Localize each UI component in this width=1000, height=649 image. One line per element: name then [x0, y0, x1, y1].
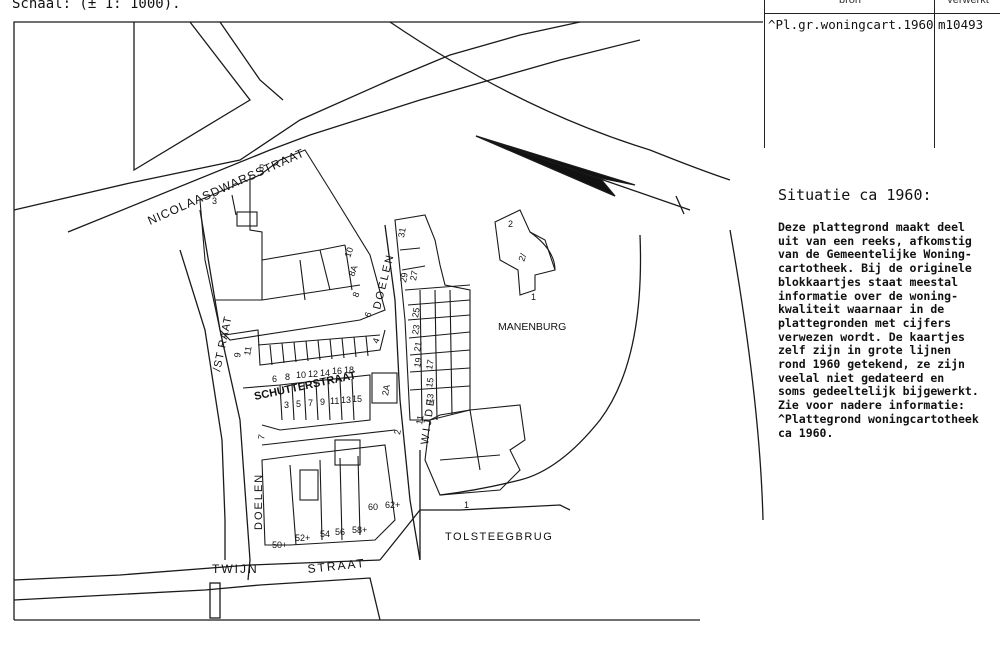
house-number: 11 — [242, 345, 253, 356]
house-number: 50+ — [272, 540, 287, 550]
building-blocks — [199, 149, 556, 546]
description-line: zelf zijn in grote lijnen — [778, 343, 952, 358]
description-line: kwaliteit waarnaar in de — [778, 302, 945, 317]
house-number: 18 — [344, 365, 354, 375]
house-number: 5 — [296, 399, 301, 409]
house-number: 15 — [352, 394, 362, 404]
description-line: cartotheek. Bij de originele — [778, 261, 972, 276]
description-line: uit van een reeks, afkomstig — [778, 233, 972, 248]
description-line: plattegronden met cijfers — [778, 315, 952, 330]
house-number: 10 — [342, 246, 355, 259]
description-line: rond 1960 getekend, ze zijn — [778, 357, 965, 372]
street-labels: NICOLAASDWARSSTRAAT /ST RAAT SCHUTTERSTR… — [146, 146, 567, 576]
house-number: 6 — [272, 374, 277, 384]
house-number: 13 — [341, 395, 351, 405]
house-number: 6 — [362, 311, 373, 319]
house-number: 31 — [396, 227, 408, 239]
street-label-st-straat: /ST RAAT — [211, 315, 234, 373]
house-number: 62+ — [385, 500, 400, 510]
house-number: 2/ — [516, 252, 528, 263]
house-number: 11 — [330, 396, 339, 406]
description-line: ca 1960. — [778, 425, 834, 440]
street-label-straat: STRAAT — [307, 556, 367, 576]
house-number: 1 — [531, 292, 536, 302]
house-number: 58+ — [352, 525, 367, 535]
bron-value: ^Pl.gr.woningcart.1960 — [768, 17, 934, 32]
map-frame — [13, 21, 763, 621]
house-number: 7 — [308, 398, 313, 408]
table-header-rule — [764, 13, 1000, 14]
house-number: 3 — [212, 196, 217, 206]
house-number: 60 — [368, 502, 378, 512]
house-number: 1 — [464, 500, 469, 510]
house-number: 2A — [380, 384, 392, 397]
house-number: 12 — [308, 369, 318, 379]
house-number: 14 — [320, 368, 330, 378]
house-number: 9 — [320, 397, 325, 407]
description-line: Deze plattegrond maakt deel — [778, 220, 965, 234]
description-line: blokkaartjes staat meestal — [778, 274, 959, 289]
scale-label: Schaal: (± 1: 1000). — [12, 0, 181, 12]
street-outlines — [13, 21, 764, 621]
description-line: van de Gemeentelijke Woning- — [778, 247, 972, 262]
description-line: soms gedeeltelijk bijgewerkt. — [778, 384, 979, 399]
map-label-manenburg: MANENBURG — [498, 321, 566, 333]
verwerkt-value: m10493 — [938, 17, 984, 32]
street-label-doelen-left: DOELEN — [253, 473, 265, 530]
house-number: 4 — [370, 337, 381, 345]
house-number: 8 — [285, 372, 290, 382]
column-header-verwerkt: verwerkt — [947, 0, 989, 6]
house-number: 25 — [410, 307, 422, 319]
house-number: 11 — [414, 414, 425, 425]
house-number: 17 — [424, 359, 436, 371]
house-number: 19 — [412, 357, 424, 369]
house-number: 54 — [320, 529, 330, 539]
house-number: 16 — [332, 366, 342, 376]
house-number: 7 — [256, 434, 267, 441]
house-number: 9 — [232, 352, 243, 359]
street-label-tolsteegbrug: TOLSTEEGBRUG — [445, 531, 553, 543]
house-number: 15 — [424, 377, 436, 389]
house-number: 2 — [508, 219, 513, 229]
column-header-bron: bron — [838, 0, 862, 6]
table-middle-rule — [934, 0, 935, 148]
house-numbers: 5 3 10 8A 8 6 4 9 11 6 8 10 12 14 16 18 … — [212, 163, 536, 550]
situatie-title: Situatie ca 1960: — [778, 186, 932, 204]
house-number: 3 — [284, 400, 289, 410]
house-number: 5 — [259, 163, 264, 173]
description-line: informatie over de woning- — [778, 288, 959, 303]
house-number: 52+ — [295, 533, 310, 543]
description-line: verwezen wordt. De kaartjes — [778, 329, 965, 344]
house-number: 29 — [398, 272, 410, 284]
table-left-rule — [764, 0, 765, 148]
house-number: 8 — [350, 291, 361, 299]
house-number: 13 — [424, 393, 436, 405]
house-number: 56 — [335, 527, 345, 537]
house-number: 10 — [296, 370, 306, 380]
description-line: ^Plattegrond woningcartotheek — [778, 411, 979, 426]
description-line: Zie voor nadere informatie: — [778, 398, 965, 413]
street-label-nicolaasdwarsstraat: NICOLAASDWARSSTRAAT — [146, 146, 307, 228]
house-number: 27 — [408, 270, 420, 282]
house-number: 2 — [392, 429, 403, 436]
description-line: veelal niet gedateerd en — [778, 370, 945, 385]
house-number: 21 — [412, 341, 424, 353]
house-number: 23 — [410, 324, 422, 336]
house-number: 8A — [346, 264, 359, 278]
street-label-twijn: TWIJN — [212, 562, 259, 576]
